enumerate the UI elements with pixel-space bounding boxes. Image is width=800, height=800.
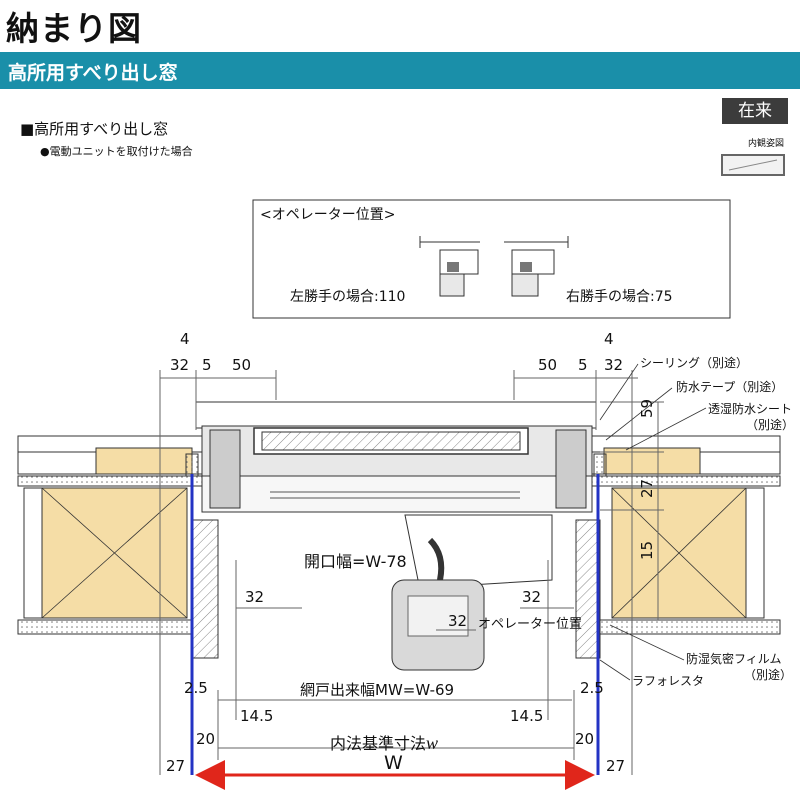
callout-waterproof-tape: 防水テープ（別途） xyxy=(676,380,784,394)
callout-sealing: シーリング（別途） xyxy=(640,356,749,370)
construction-badge: 在来 xyxy=(722,98,788,124)
callout-leaders xyxy=(599,363,707,681)
condition-note: ●電動ユニットを取付けた場合 xyxy=(40,145,193,158)
dim-14-5-right: 14.5 xyxy=(510,707,544,725)
operator-unit xyxy=(391,514,553,671)
w-label: W xyxy=(384,752,403,774)
operator-box-title: <オペレーター位置> xyxy=(260,207,396,223)
dim-5-left: 5 xyxy=(202,356,212,374)
dim-4-right: 4 xyxy=(604,330,614,348)
screen-width-label: 網戸出来幅MW=W-69 xyxy=(300,681,455,699)
dim-27-vertical: 27 xyxy=(638,478,656,498)
dim-14-5-left: 14.5 xyxy=(240,707,274,725)
section-header-band: 高所用すべり出し窓 xyxy=(0,52,800,89)
operator-position-label: オペレーター位置 xyxy=(478,617,583,632)
inner-std-text: 内法基準寸法 xyxy=(330,734,427,753)
callout-breathable-sheet: 透湿防水シート xyxy=(708,402,793,416)
dim-32-right: 32 xyxy=(604,356,624,374)
inner-std-w: w xyxy=(426,733,439,753)
dim-15: 15 xyxy=(638,540,656,560)
timber-left xyxy=(23,447,193,619)
elevation-caption: 内観姿図 xyxy=(748,139,785,149)
callout-vapor-film: 防湿気密フィルム xyxy=(686,652,782,666)
dim-4-left: 4 xyxy=(180,330,190,348)
dimension-lines xyxy=(159,370,664,775)
dim-27-right: 27 xyxy=(606,757,626,775)
dim-27-left: 27 xyxy=(166,757,186,775)
return-left xyxy=(191,519,219,659)
return-right xyxy=(575,519,601,659)
dim-50-right: 50 xyxy=(538,356,558,374)
window-frame xyxy=(185,401,607,513)
operator-position-box xyxy=(252,199,731,319)
left-hand-label: 左勝手の場合:110 xyxy=(290,289,406,305)
dim-32-operator: 32 xyxy=(448,612,468,630)
dim-32-left: 32 xyxy=(170,356,190,374)
page-title: 納まり図 xyxy=(6,9,142,48)
dim-20-right: 20 xyxy=(575,730,595,748)
elevation-thumbnail xyxy=(721,154,785,176)
dim-20-left: 20 xyxy=(196,730,216,748)
window-type-note: ■高所用すべり出し窓 xyxy=(20,120,169,138)
dim-2-5-left: 2.5 xyxy=(184,679,208,697)
section-header-label: 高所用すべり出し窓 xyxy=(8,62,178,84)
dim-32-inner-left: 32 xyxy=(245,588,265,606)
dim-32-inner-right: 32 xyxy=(522,588,542,606)
callout-lath: ラフォレスタ xyxy=(632,674,705,688)
dim-2-5-right: 2.5 xyxy=(580,679,604,697)
dim-59: 59 xyxy=(638,398,656,418)
inner-std-label: 内法基準寸法w xyxy=(330,730,438,754)
right-hand-label: 右勝手の場合:75 xyxy=(566,289,673,305)
dim-50-left: 50 xyxy=(232,356,252,374)
callout-vapor-film-note: （別途） xyxy=(744,668,793,682)
operator-right-icon xyxy=(504,236,569,297)
callout-breathable-sheet-note: （別途） xyxy=(746,418,795,432)
opening-width-label: 開口幅=W-78 xyxy=(304,552,407,571)
dim-5-right: 5 xyxy=(578,356,588,374)
operator-left-icon xyxy=(419,236,480,297)
